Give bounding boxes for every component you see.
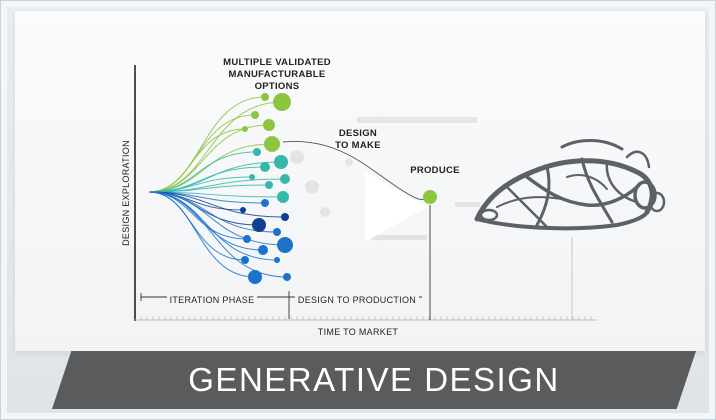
option-node bbox=[277, 237, 293, 253]
option-node bbox=[260, 162, 270, 172]
option-node bbox=[283, 273, 291, 281]
play-button[interactable] bbox=[355, 167, 435, 247]
option-node bbox=[253, 148, 261, 156]
option-node bbox=[274, 155, 288, 169]
option-node bbox=[243, 235, 251, 243]
title-banner: GENERATIVE DESIGN bbox=[52, 351, 696, 409]
option-node bbox=[273, 93, 291, 111]
option-curve bbox=[148, 128, 246, 193]
video-player[interactable]: MULTIPLE VALIDATED MANUFACTURABLE OPTION… bbox=[7, 7, 709, 413]
option-node bbox=[249, 174, 255, 180]
play-icon bbox=[365, 172, 427, 242]
iteration-phase-label: ITERATION PHASE bbox=[167, 294, 257, 306]
option-node bbox=[240, 207, 246, 213]
option-curve bbox=[148, 191, 256, 278]
banner-title: GENERATIVE DESIGN bbox=[188, 361, 560, 398]
generative-part-image bbox=[474, 139, 666, 231]
option-node bbox=[265, 181, 273, 189]
design-to-make-label: DESIGN TO MAKE bbox=[335, 128, 381, 151]
option-curve bbox=[148, 191, 286, 218]
option-node bbox=[280, 174, 290, 184]
produce-node bbox=[423, 190, 437, 204]
option-curve bbox=[148, 191, 286, 246]
y-axis-label: DESIGN EXPLORATION bbox=[121, 140, 131, 246]
option-node bbox=[251, 111, 259, 119]
generative-design-diagram bbox=[134, 65, 666, 321]
design-to-production-label: DESIGN TO PRODUCTION bbox=[295, 294, 419, 306]
option-node bbox=[261, 93, 269, 101]
option-node bbox=[258, 245, 268, 255]
design-option-nodes bbox=[240, 93, 293, 284]
option-node bbox=[241, 256, 249, 264]
background-ghost-content bbox=[290, 117, 480, 240]
option-curve bbox=[148, 151, 258, 193]
multiple-options-label: MULTIPLE VALIDATED MANUFACTURABLE OPTION… bbox=[223, 57, 331, 92]
option-node bbox=[274, 257, 280, 263]
option-node bbox=[264, 136, 280, 152]
x-axis-ticks bbox=[140, 316, 592, 320]
option-node bbox=[263, 119, 275, 131]
option-curve bbox=[148, 124, 270, 193]
option-node bbox=[261, 199, 269, 207]
time-to-market-label: TIME TO MARKET bbox=[317, 327, 399, 337]
option-node bbox=[273, 228, 281, 236]
option-node bbox=[277, 191, 289, 203]
produce-label: PRODUCE bbox=[410, 165, 460, 176]
option-curve bbox=[148, 191, 288, 278]
option-node bbox=[252, 218, 266, 232]
option-node bbox=[242, 126, 248, 132]
option-node bbox=[281, 213, 289, 221]
option-node bbox=[248, 270, 262, 284]
